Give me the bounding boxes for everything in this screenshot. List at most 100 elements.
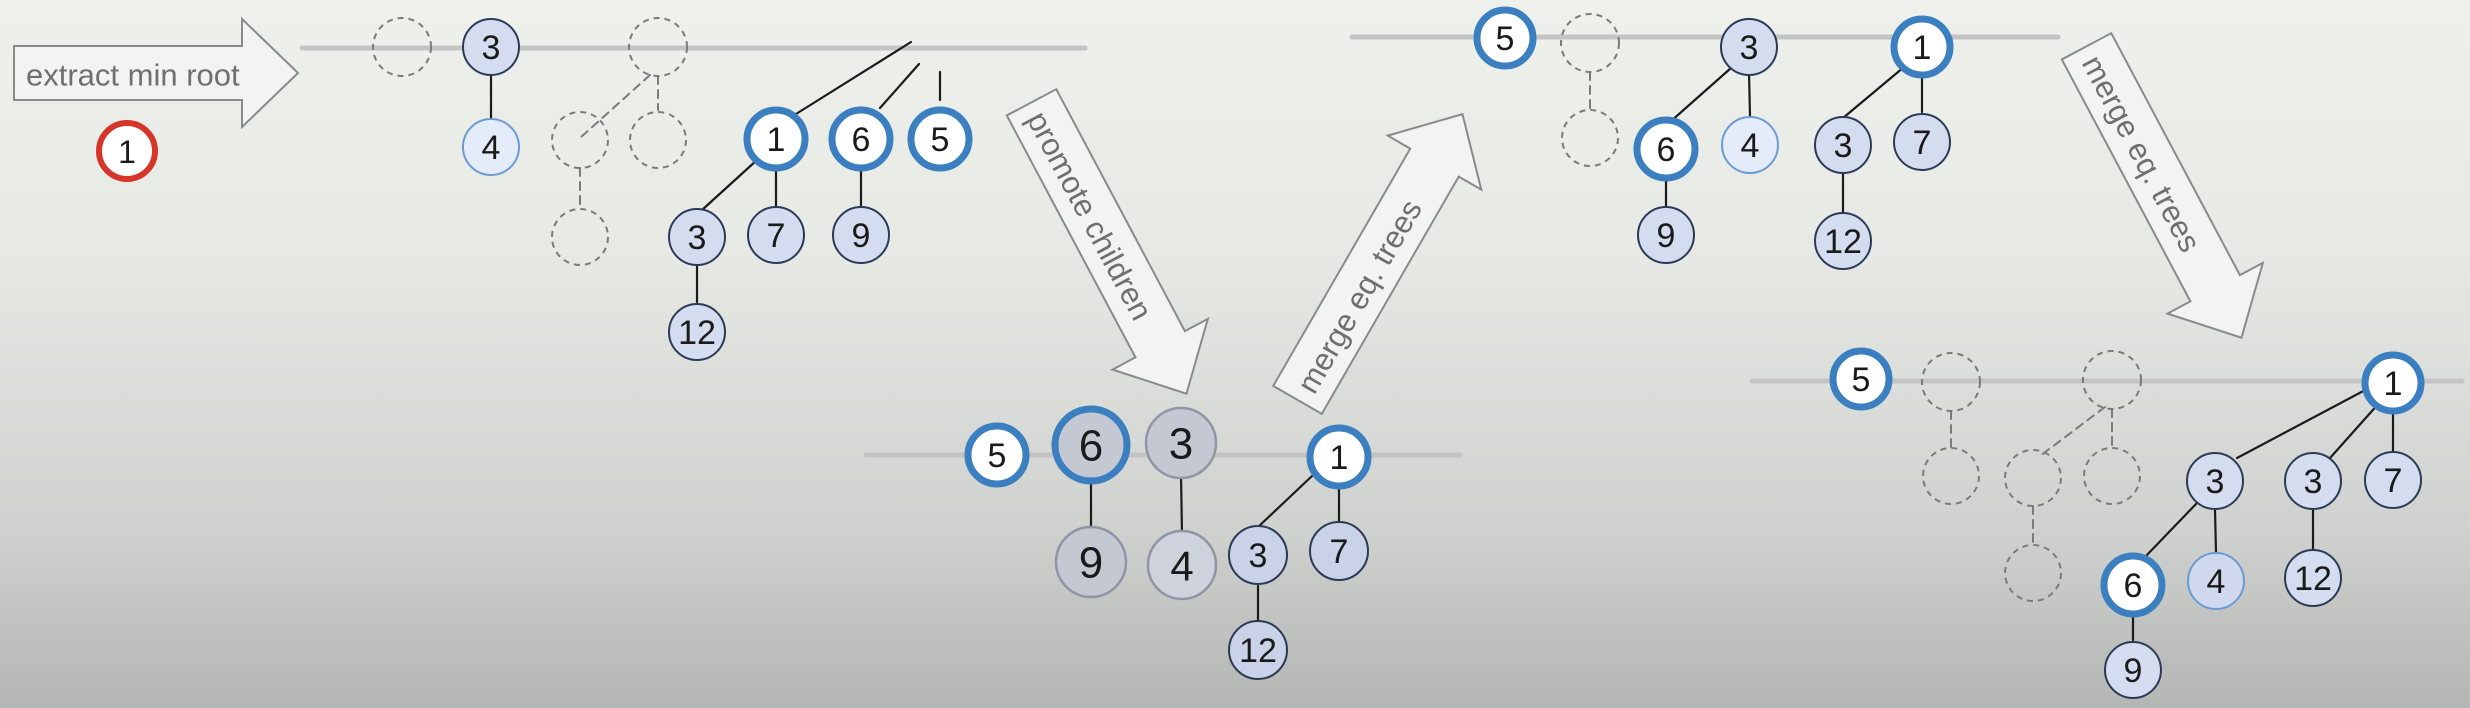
heap-node: 7 bbox=[2364, 451, 2422, 509]
heap-node: 1 bbox=[743, 106, 809, 172]
node-label: 9 bbox=[2124, 652, 2143, 690]
heap-node: 9 bbox=[2104, 641, 2162, 699]
heap-node: 9 bbox=[832, 206, 890, 264]
node-label: 12 bbox=[1824, 223, 1862, 261]
node-label: 4 bbox=[482, 129, 501, 167]
node-label: 3 bbox=[1740, 29, 1759, 67]
node-label: 9 bbox=[1079, 539, 1103, 588]
node-circle bbox=[668, 303, 726, 361]
node-label: 6 bbox=[1079, 422, 1103, 471]
heap-node: 3 bbox=[668, 208, 726, 266]
node-label: 1 bbox=[1330, 439, 1349, 477]
arrow-label: merge eq. trees bbox=[1290, 194, 1429, 400]
node-label: 5 bbox=[1496, 20, 1515, 58]
tree-edge bbox=[878, 62, 921, 110]
node-circle bbox=[462, 18, 520, 76]
node-label: 12 bbox=[2294, 560, 2332, 598]
arrow-shape bbox=[13, 16, 300, 130]
heap-node: 5 bbox=[907, 106, 973, 172]
empty-slot-marker bbox=[551, 208, 609, 266]
node-label: 3 bbox=[1249, 537, 1268, 575]
node-circle bbox=[2361, 351, 2425, 415]
tree-edge bbox=[2235, 386, 2371, 460]
node-label: 6 bbox=[852, 121, 871, 159]
node-label: 4 bbox=[1741, 127, 1760, 165]
node-label: 3 bbox=[1169, 420, 1193, 469]
node-label: 1 bbox=[1913, 29, 1932, 67]
node-label: 3 bbox=[2206, 463, 2225, 501]
heap-node: 3 bbox=[1814, 116, 1872, 174]
heap-node: 3 bbox=[1228, 525, 1288, 585]
node-label: 4 bbox=[1170, 543, 1193, 590]
node-circle bbox=[1144, 406, 1218, 480]
heap-node: 6 bbox=[828, 106, 894, 172]
node-circle bbox=[1720, 18, 1778, 76]
node-label: 5 bbox=[1852, 361, 1871, 399]
heap-node: 3 bbox=[1720, 18, 1778, 76]
node-label: 6 bbox=[1657, 131, 1676, 169]
node-circle bbox=[907, 106, 973, 172]
node-circle bbox=[2186, 452, 2244, 510]
tree-edge bbox=[2143, 502, 2198, 559]
node-circle bbox=[1829, 347, 1893, 411]
node-circle bbox=[1633, 116, 1699, 182]
heap-node: 4 bbox=[2187, 552, 2245, 610]
heap-node: 7 bbox=[1309, 521, 1369, 581]
empty-slot-marker bbox=[2004, 449, 2062, 507]
heap-node: 7 bbox=[1893, 113, 1951, 171]
empty-slot-marker bbox=[2004, 544, 2062, 602]
heap-node: 6 bbox=[2100, 552, 2166, 618]
heap-node: 12 bbox=[2284, 549, 2342, 607]
node-label: 5 bbox=[988, 437, 1007, 475]
empty-slot-marker bbox=[1561, 109, 1619, 167]
heap-node: 3 bbox=[2284, 452, 2342, 510]
arrow-shape bbox=[1005, 87, 1210, 395]
node-circle bbox=[1890, 15, 1954, 79]
tree-edge bbox=[1668, 66, 1733, 124]
node-label: 12 bbox=[678, 314, 716, 352]
node-label: 3 bbox=[1834, 127, 1853, 165]
node-label: 3 bbox=[482, 29, 501, 67]
heap-node: 3 bbox=[1144, 406, 1218, 480]
node-label: 7 bbox=[767, 217, 786, 255]
tree-edge bbox=[700, 158, 759, 212]
node-circle bbox=[668, 208, 726, 266]
node-label: 1 bbox=[2384, 365, 2403, 403]
arrow-shape bbox=[2060, 31, 2265, 339]
node-label: 1 bbox=[118, 134, 136, 170]
tree-edge bbox=[1179, 472, 1184, 536]
heap-node: 1 bbox=[2361, 351, 2425, 415]
node-circle bbox=[2100, 552, 2166, 618]
node-circle bbox=[2187, 552, 2245, 610]
heap-node: 3 bbox=[462, 18, 520, 76]
node-circle bbox=[1893, 113, 1951, 171]
node-circle bbox=[1228, 620, 1288, 680]
node-circle bbox=[1228, 525, 1288, 585]
tree-edge bbox=[1747, 70, 1752, 118]
node-label: 5 bbox=[931, 121, 950, 159]
node-circle bbox=[832, 206, 890, 264]
heap-node: 9 bbox=[1054, 525, 1128, 599]
merge-trees-arrow: merge eq. trees bbox=[2060, 31, 2265, 339]
empty-slot-marker bbox=[1922, 447, 1980, 505]
node-circle bbox=[2364, 451, 2422, 509]
arrow-label: extract min root bbox=[26, 58, 240, 93]
tree-edge bbox=[579, 74, 651, 139]
heap-node: 4 bbox=[1146, 529, 1218, 601]
promote-children-arrow: promote children bbox=[1005, 87, 1210, 395]
heap-node: 5 bbox=[1829, 347, 1893, 411]
arrow-shape bbox=[1271, 112, 1483, 416]
node-label: 7 bbox=[1330, 533, 1349, 571]
heap-node: 5 bbox=[1473, 6, 1537, 70]
node-label: 4 bbox=[2207, 563, 2226, 601]
heap-node: 1 bbox=[96, 120, 158, 182]
tree-edge bbox=[1841, 65, 1906, 120]
heap-node: 4 bbox=[1721, 116, 1779, 174]
arrow-label: merge eq. trees bbox=[2075, 50, 2208, 258]
node-label: 3 bbox=[688, 219, 707, 257]
heap-node: 4 bbox=[462, 118, 520, 176]
empty-slot-marker bbox=[2083, 447, 2141, 505]
tree-edge bbox=[2213, 508, 2218, 554]
empty-slot-marker bbox=[629, 111, 687, 169]
